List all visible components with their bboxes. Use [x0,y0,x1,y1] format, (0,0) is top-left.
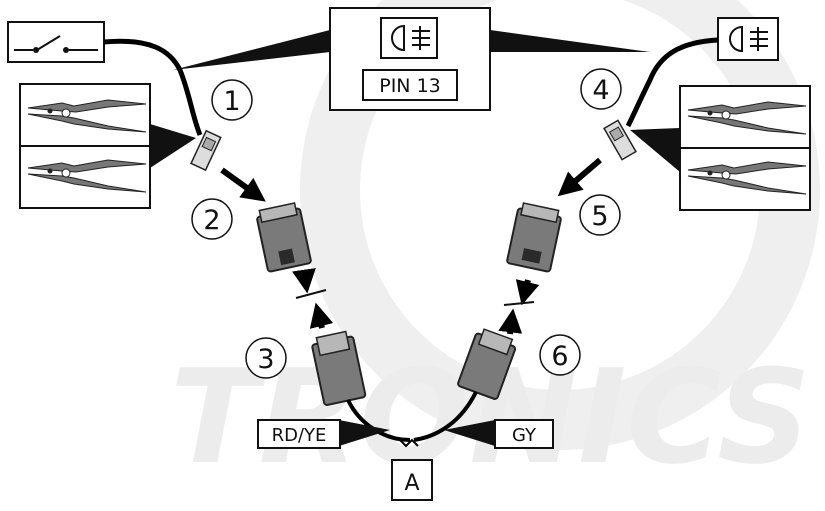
wire-label-rdye: RD/YE [257,419,341,449]
step-3: 3 [245,337,287,379]
terminal-right [603,119,637,161]
callout-wedge-left [173,30,330,70]
arrow-insert-left [220,167,266,202]
rear-fog-lamp-icon [729,25,768,53]
wire-left-upper [103,38,203,136]
callout-wedge-rdye [339,420,390,446]
svg-text:RD/YE: RD/YE [272,425,327,446]
wire-label-gy: GY [494,419,554,449]
switch-icon [7,21,105,63]
mate-arrows-left [292,268,334,329]
svg-text:3: 3 [257,344,274,375]
wire-right-upper [625,37,719,128]
crimp-tool-box-right [679,85,811,211]
svg-text:6: 6 [551,341,568,372]
step-5: 5 [579,194,621,236]
arrow-insert-right [557,157,602,197]
junction-label: A [391,459,433,501]
svg-text:4: 4 [592,75,609,106]
connector-housing-icon [457,328,517,400]
step-1: 1 [211,79,253,121]
connector-housing-icon [256,202,312,273]
callout-wedge-right [490,30,650,52]
step-6: 6 [539,334,581,376]
svg-text:5: 5 [591,201,608,232]
svg-text:GY: GY [512,425,537,446]
wire-gy [413,391,478,442]
connector-housing-icon [311,330,367,406]
step-4: 4 [580,68,622,110]
svg-text:1: 1 [223,86,240,117]
connector-housing-icon [506,202,562,273]
mate-arrows-right [498,279,540,335]
callout-wedge-gy [444,420,495,446]
rear-fog-lamp-icon [391,24,430,52]
step-2: 2 [191,198,233,240]
wire-junction [399,438,419,448]
pin-label: PIN 13 [379,75,441,97]
svg-text:2: 2 [203,205,220,236]
svg-text:A: A [404,471,419,496]
terminal-left [190,129,222,172]
fog-lamp-box-right [717,17,779,61]
callout-wedge-tool-left [150,124,196,168]
callout-wedge-tool-right [630,128,680,172]
crimp-tool-box-left [19,83,151,209]
fog-lamp-box: PIN 13 [329,7,491,111]
